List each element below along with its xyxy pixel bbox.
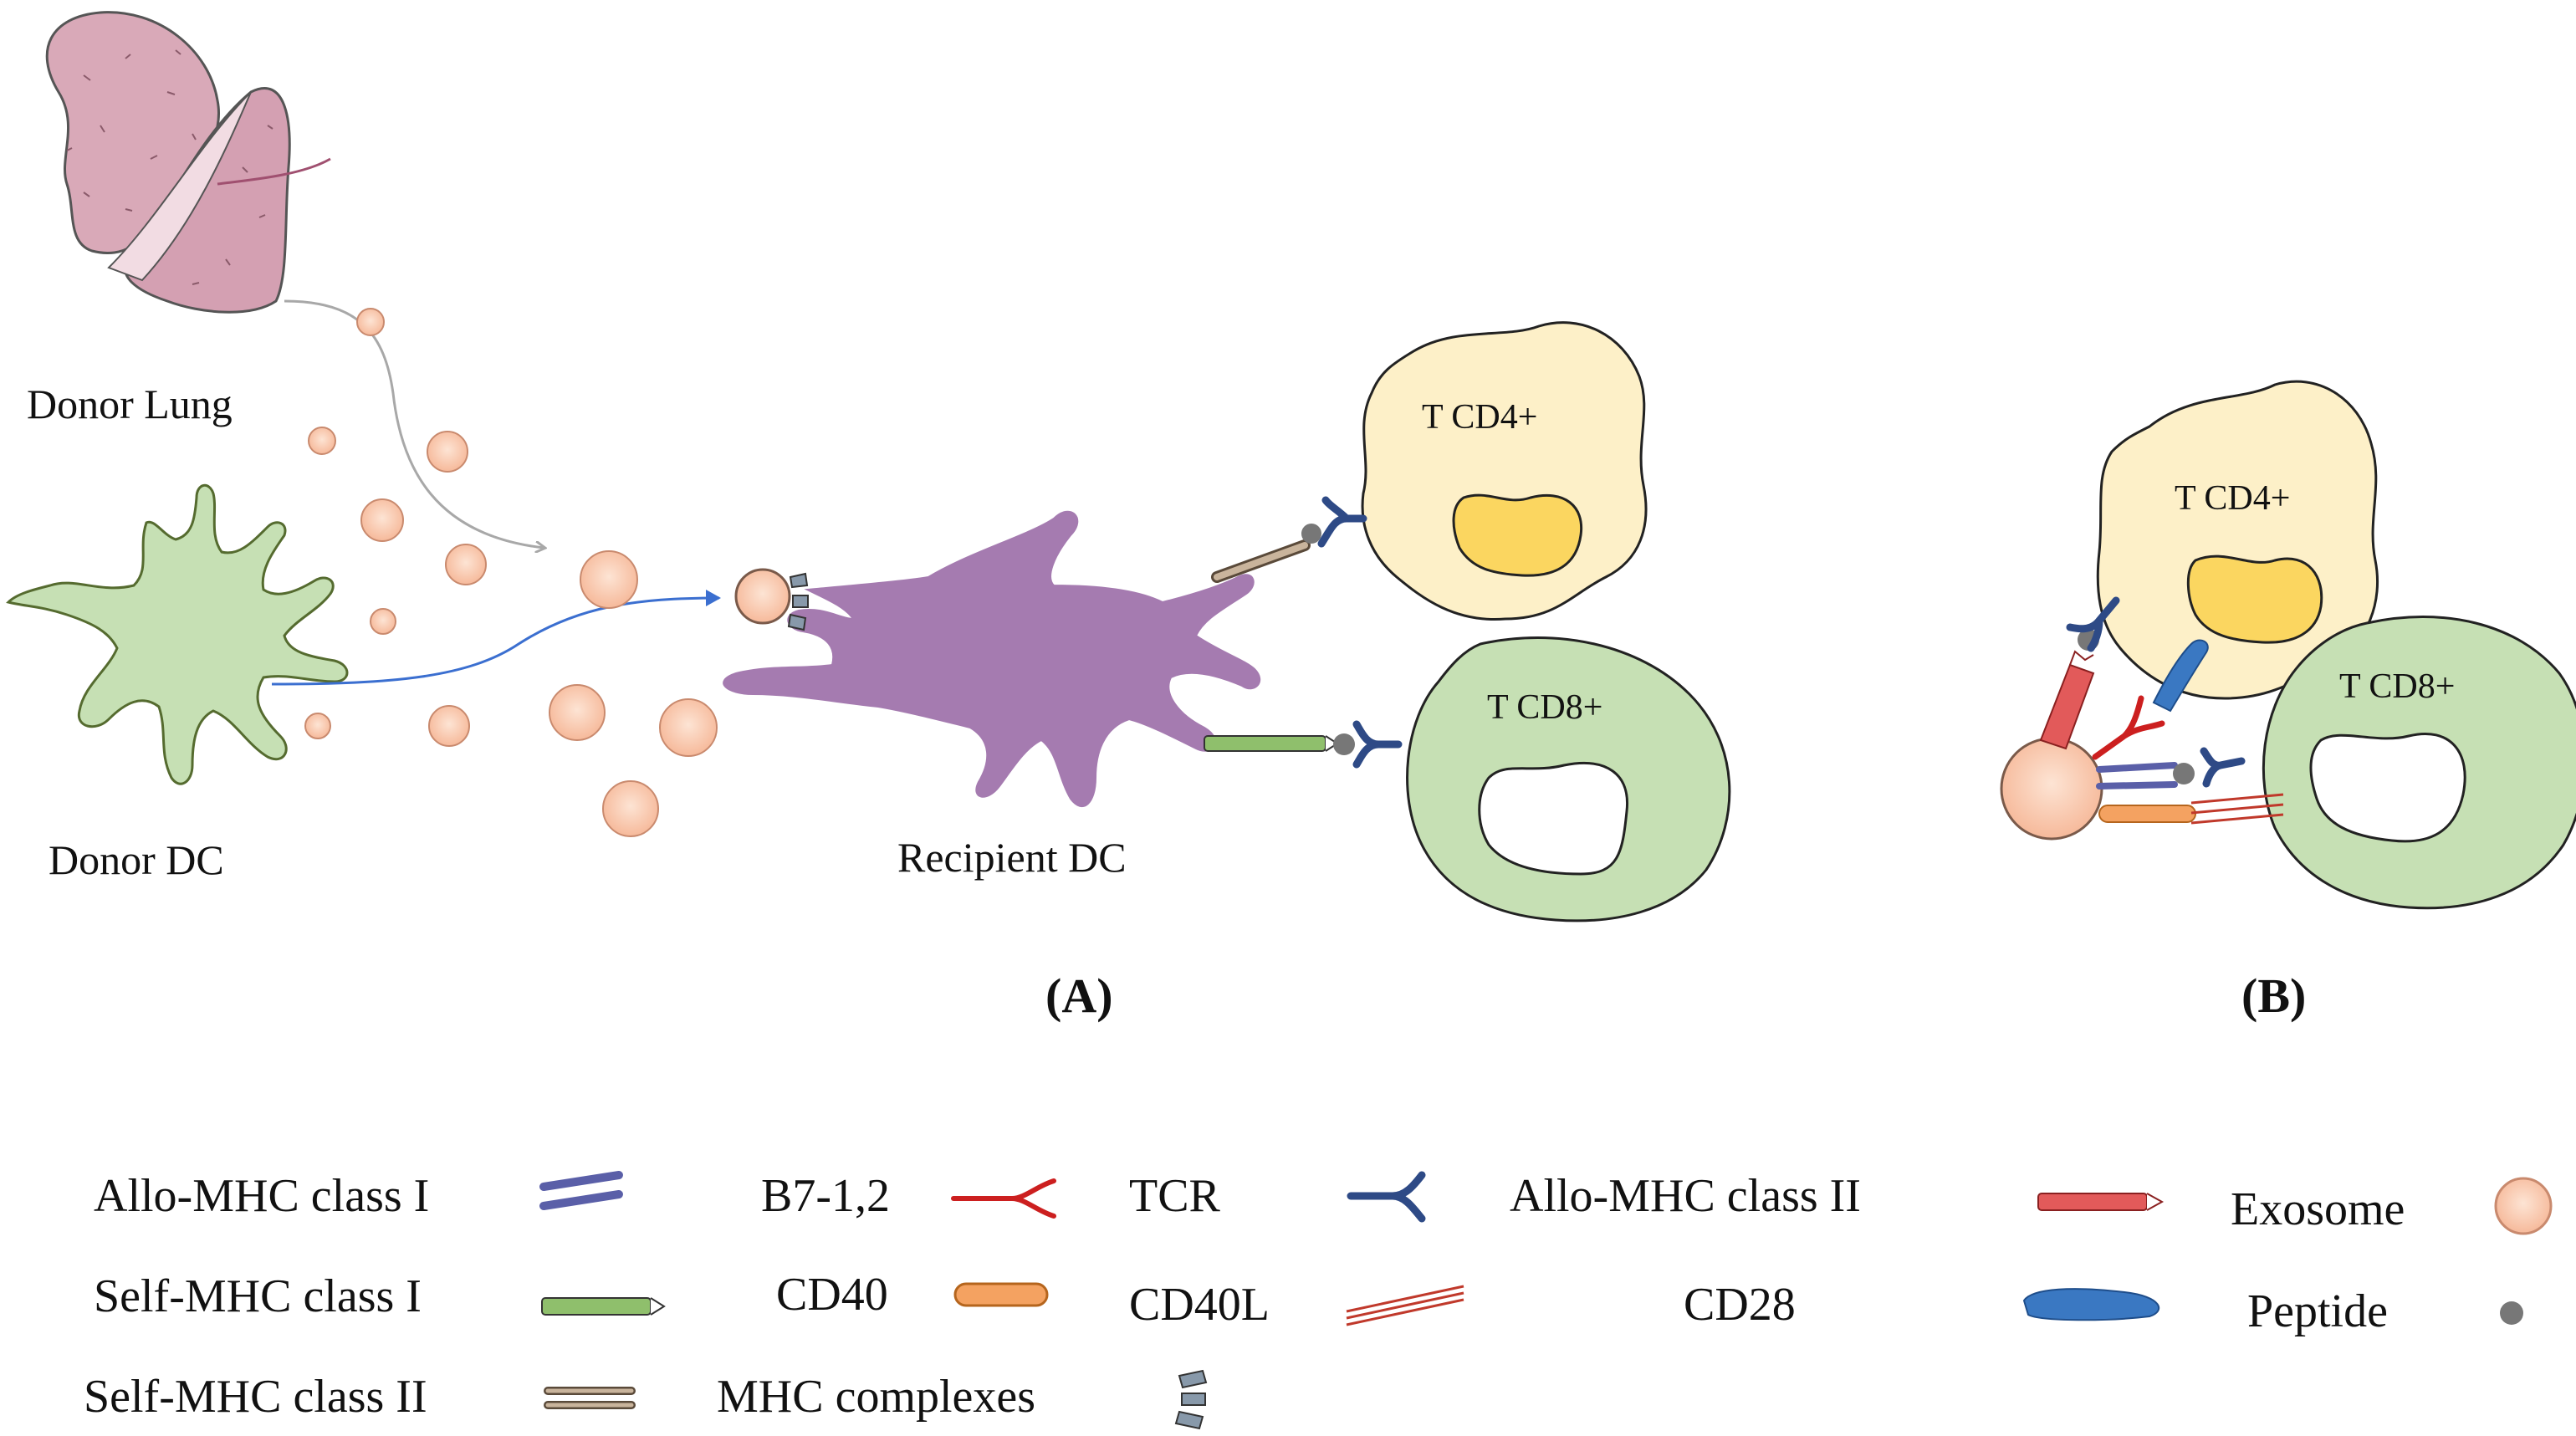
cd40-icon: [953, 1282, 1049, 1307]
lung-release-arrow: [284, 299, 544, 548]
legend-label-cd40l: CD40L: [1129, 1279, 1270, 1331]
cd40l-icon: [1346, 1285, 1464, 1326]
legend-label-cd40: CD40: [776, 1269, 888, 1321]
cd40-icon: [2098, 805, 2196, 823]
allo-mhc-class-i-icon: [2096, 762, 2178, 790]
cd4-nucleus: [1452, 493, 1583, 577]
exosome-icon: [304, 713, 331, 739]
cd8-a-label: T CD8+: [1487, 688, 1603, 727]
exosome-icon: [308, 427, 336, 455]
exosome-cloud: [304, 308, 718, 837]
donor-lung-label: Donor Lung: [27, 381, 233, 427]
exosome-b-icon: [2000, 737, 2103, 841]
peptide-icon: [1301, 524, 1321, 544]
legend-label-allo-mhc-class-ii: Allo-MHC class II: [1510, 1170, 1861, 1222]
self-mhc-class-i-icon: [1204, 735, 1339, 752]
cd4-a-label: T CD4+: [1422, 398, 1538, 437]
exosome-icon: [360, 498, 404, 542]
panel-b-label: (B): [2241, 968, 2307, 1023]
peptide-icon: [2500, 1301, 2523, 1325]
exosome-icon: [580, 550, 638, 609]
exosome-icon: [427, 431, 468, 473]
docked-exosome-icon: [734, 568, 791, 625]
legend-label-allo-mhc-class-i: Allo-MHC class I: [94, 1170, 430, 1222]
legend-icons: [539, 1171, 2553, 1430]
legend-label-mhc-complexes: MHC complexes: [717, 1371, 1036, 1423]
panel-a-label: (A): [1045, 968, 1113, 1023]
donor-dc-label: Donor DC: [49, 836, 224, 883]
tcr-icon: [2066, 596, 2120, 652]
exosome-icon: [428, 705, 470, 747]
t-cd8-cell-b: [2262, 616, 2576, 910]
exosome-icon: [659, 698, 718, 757]
tcr-icon: [1347, 1171, 1426, 1223]
self-mhc-class-ii-icon: [1211, 539, 1311, 583]
allo-mhc-class-ii-icon: [2039, 650, 2095, 750]
dc-release-arrow: [271, 590, 721, 686]
recipient-dc-label: Recipient DC: [897, 834, 1127, 881]
allo-mhc-class-ii-icon: [2037, 1193, 2165, 1211]
mhc-complexes-icon: [1174, 1369, 1208, 1430]
exosome-icon: [602, 780, 659, 837]
legend-label-exosome: Exosome: [2231, 1183, 2405, 1235]
self-mhc-class-i-icon: [541, 1297, 666, 1316]
peptide-icon: [1333, 733, 1355, 755]
exosome-icon: [2494, 1177, 2553, 1235]
cd28-icon: [2152, 639, 2209, 713]
cd8-b-label: T CD8+: [2339, 667, 2456, 706]
legend-label-self-mhc-class-i: Self-MHC class I: [94, 1270, 422, 1322]
donor-dc-icon: [6, 484, 349, 785]
legend-label-b7: B7-1,2: [761, 1170, 890, 1222]
cd28-icon: [2022, 1288, 2160, 1321]
exosome-icon: [445, 544, 487, 585]
peptide-icon: [2173, 763, 2195, 784]
self-mhc-class-ii-icon: [544, 1387, 636, 1409]
tcr-icon: [1317, 496, 1367, 548]
legend-label-self-mhc-class-ii: Self-MHC class II: [84, 1371, 427, 1423]
tcr-icon: [1352, 720, 1403, 769]
docked-mhc-complexes-icon: [787, 572, 809, 631]
allo-mhc-class-i-icon: [539, 1171, 623, 1210]
exosome-icon: [356, 308, 385, 336]
exosome-icon: [370, 608, 396, 635]
b7-icon: [2092, 695, 2165, 760]
cd8-nucleus: [1478, 761, 1629, 876]
recipient-dc-icon: [723, 510, 1261, 808]
legend-label-tcr: TCR: [1129, 1170, 1220, 1222]
legend-label-cd28: CD28: [1684, 1279, 1796, 1331]
tcr-icon: [2200, 747, 2246, 788]
b7-icon: [951, 1178, 1056, 1219]
legend-label-peptide: Peptide: [2247, 1285, 2388, 1337]
cd40l-icon: [2190, 793, 2284, 825]
exosome-icon: [549, 684, 606, 741]
cd4-b-label: T CD4+: [2175, 479, 2291, 518]
donor-lung-icon: [45, 11, 331, 314]
t-cd8-cell-a: [1406, 636, 1731, 922]
t-cd4-cell-b: [2096, 380, 2379, 700]
t-cd4-cell-a: [1361, 321, 1648, 621]
